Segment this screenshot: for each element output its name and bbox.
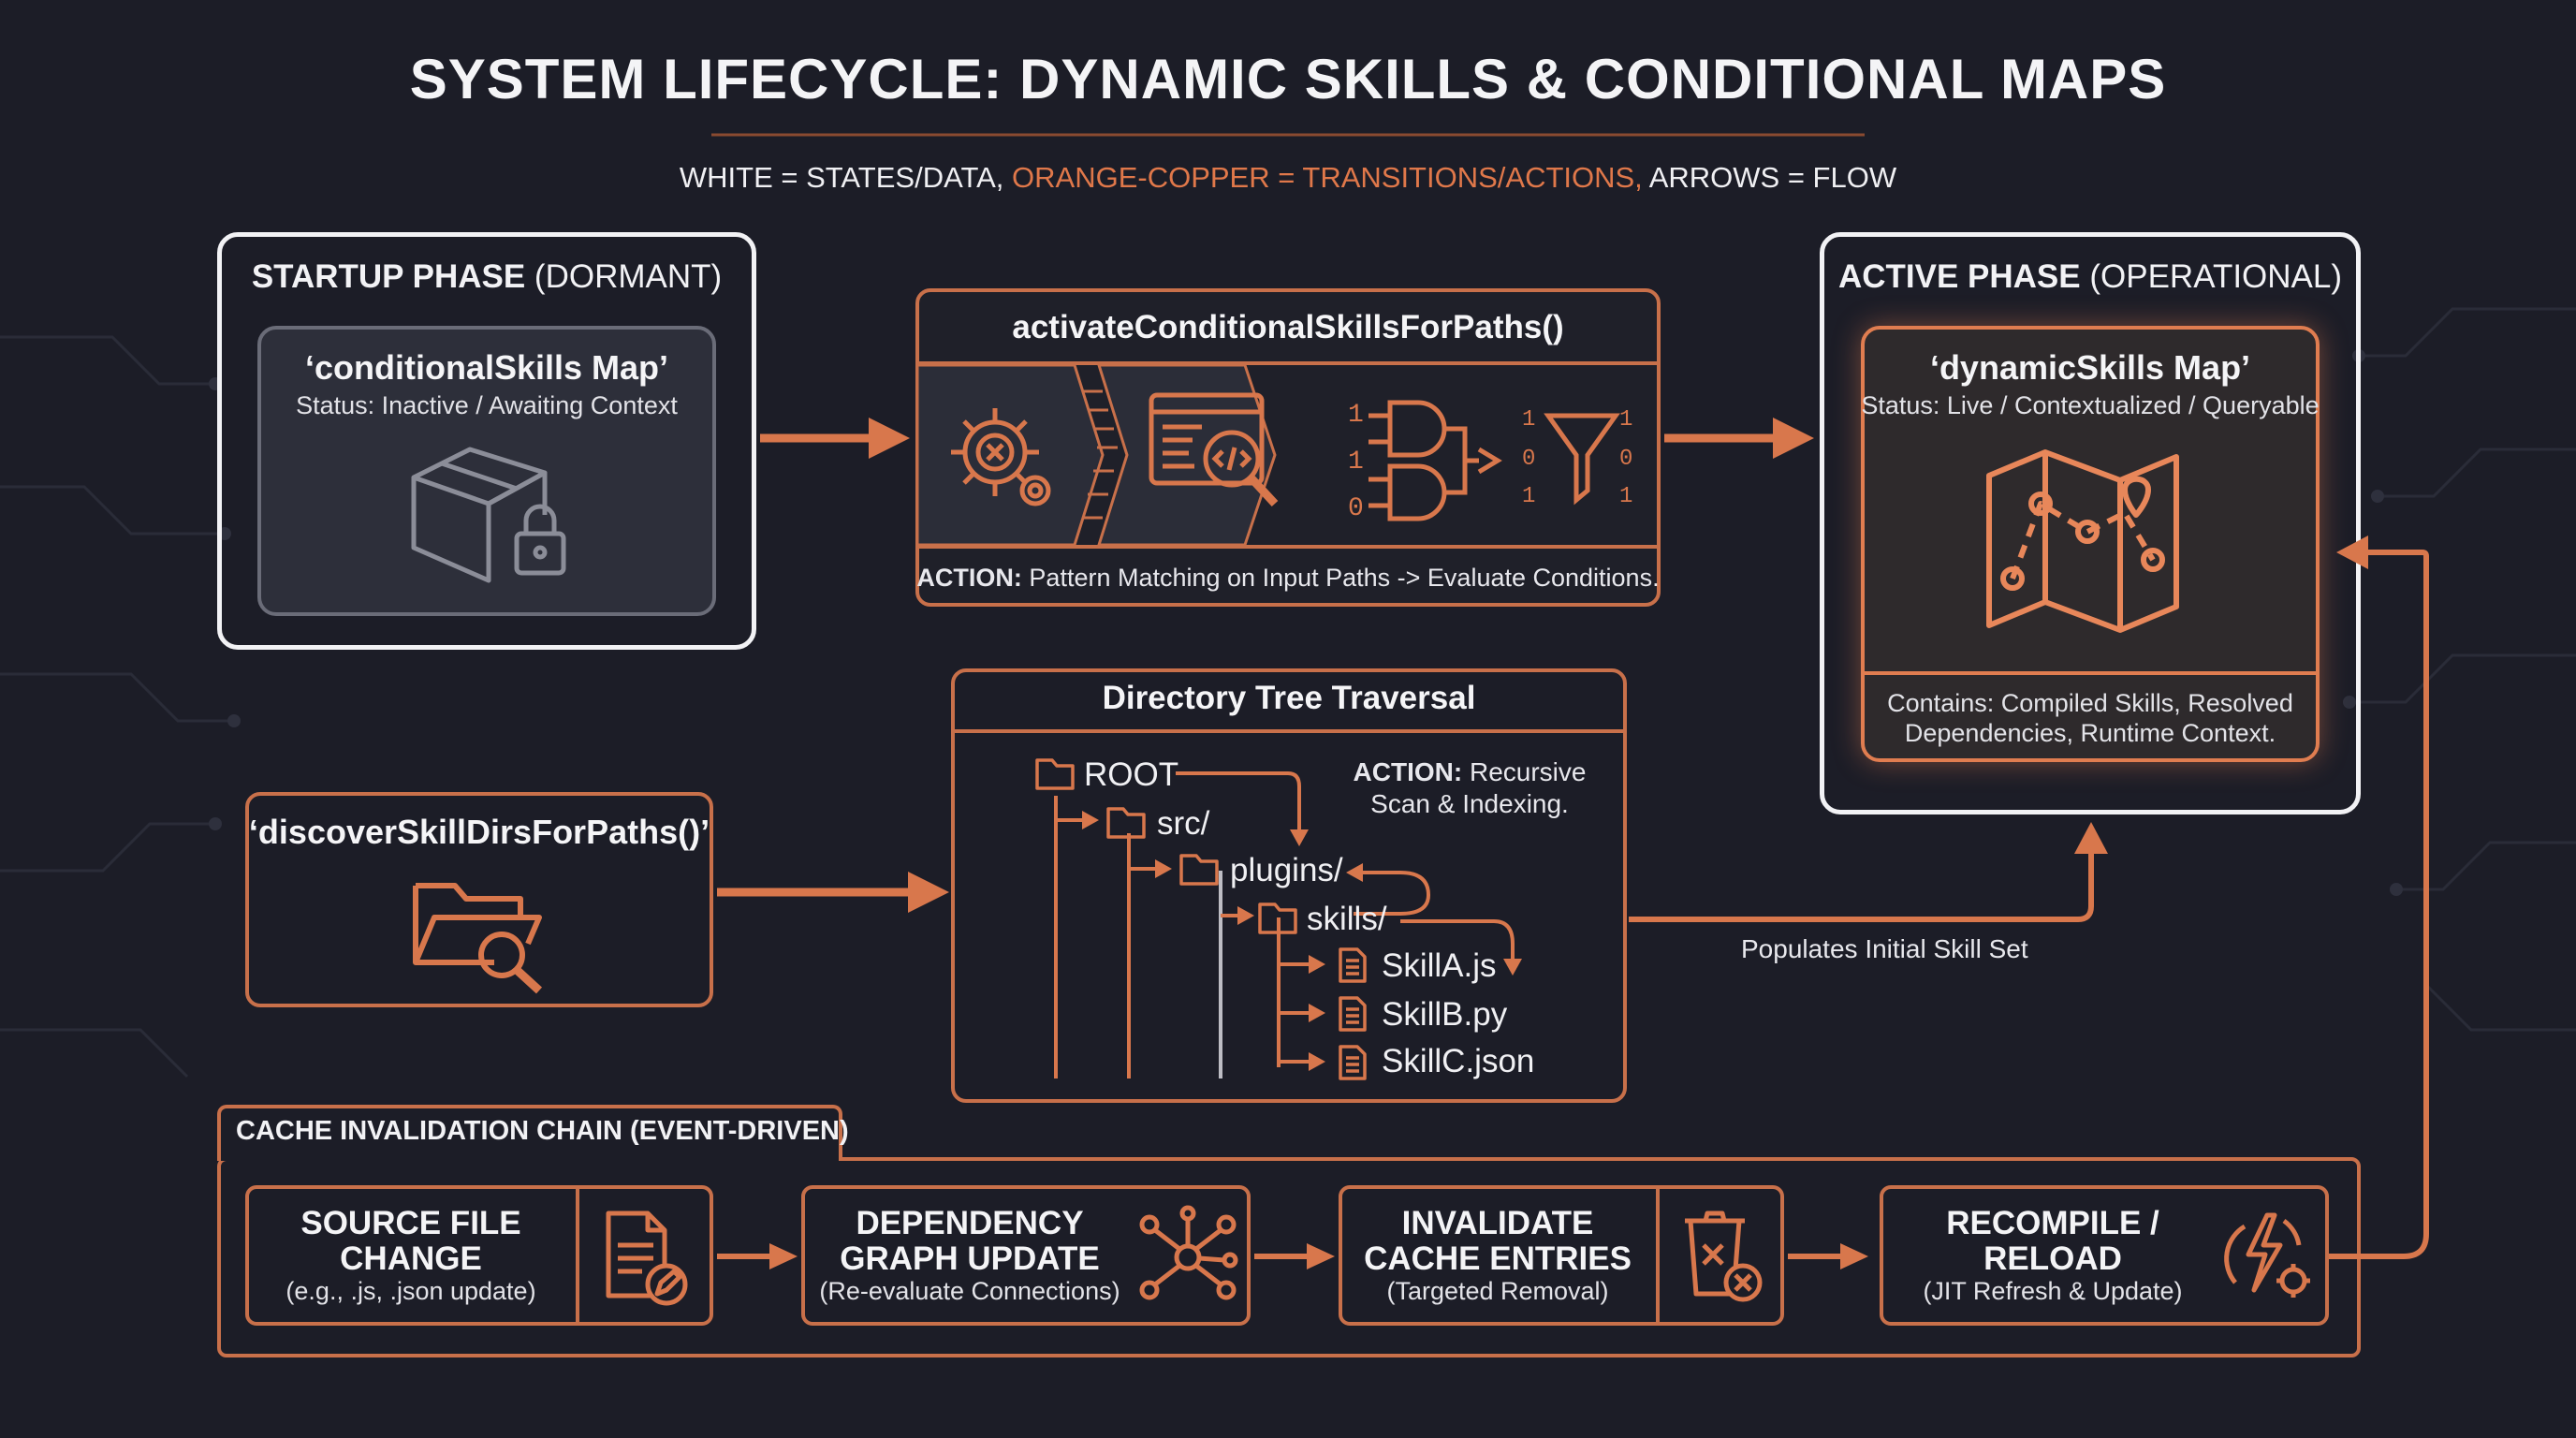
active-card-divider: [1861, 671, 2320, 675]
tree-item-skillc: SkillC.json: [1382, 1043, 1535, 1079]
active-heading-bold: ACTIVE PHASE: [1837, 258, 2081, 295]
step4-title: RECOMPILE / RELOAD: [1880, 1206, 2226, 1277]
tree-action-text: ACTION: Recursive Scan & Indexing.: [1329, 756, 1610, 820]
code-inspect-icon: [1149, 392, 1279, 507]
cache-chain-heading: CACHE INVALIDATION CHAIN (EVENT-DRIVEN): [236, 1116, 849, 1146]
step3-title: INVALIDATE CACHE ENTRIES: [1339, 1206, 1657, 1277]
step2-title: DEPENDENCY GRAPH UPDATE: [801, 1206, 1138, 1277]
step4-line2: RELOAD: [1983, 1240, 2122, 1277]
tree-connectors: [1035, 758, 1522, 1080]
cache-chain-heading-tab: [217, 1105, 842, 1161]
svg-text:1: 1: [1619, 407, 1632, 433]
page-title: SYSTEM LIFECYCLE: DYNAMIC SKILLS & CONDI…: [409, 48, 2167, 110]
svg-text:0: 0: [1348, 494, 1364, 523]
svg-text:0: 0: [1619, 447, 1632, 472]
activate-action-text: ACTION: Pattern Matching on Input Paths …: [915, 564, 1661, 593]
tree-item-skillb: SkillB.py: [1382, 996, 1508, 1033]
conditional-skills-status: Status: Inactive / Awaiting Context: [296, 391, 678, 419]
legend-arrows: ARROWS = FLOW: [1648, 161, 1897, 194]
active-contains-line1: Contains: Compiled Skills, Resolved: [1887, 689, 2293, 717]
active-heading-rest: (OPERATIONAL): [2089, 258, 2343, 295]
svg-text:1: 1: [1522, 484, 1535, 509]
tree-heading-divider: [951, 729, 1627, 733]
arrow-startup-to-activate: [760, 418, 910, 459]
activate-action-label: ACTION:: [916, 564, 1022, 592]
legend-orange: ORANGE-COPPER = TRANSITIONS/ACTIONS,: [1012, 161, 1643, 194]
step2-line1: DEPENDENCY: [856, 1205, 1084, 1241]
title-underline: [711, 133, 1865, 137]
step1-title: SOURCE FILE CHANGE: [245, 1206, 577, 1277]
directory-tree-box: [951, 668, 1627, 1103]
step2-sub: (Re-evaluate Connections): [819, 1277, 1120, 1305]
tree-item-skilla: SkillA.js: [1382, 947, 1497, 984]
step1-line1: SOURCE FILE: [300, 1205, 521, 1241]
svg-text:1: 1: [1522, 407, 1535, 433]
map-icon: [1986, 449, 2179, 633]
startup-heading-rest: (DORMANT): [534, 258, 723, 295]
arrow-step3-to-step4: [1788, 1243, 1868, 1269]
startup-heading-bold: STARTUP PHASE: [251, 258, 526, 295]
step1-sub: (e.g., .js, .json update): [285, 1277, 536, 1305]
arrow-tree-to-active: [1629, 822, 2108, 922]
startup-phase-box: [217, 232, 756, 650]
svg-text:1: 1: [1619, 484, 1632, 509]
cache-step-invalidate: [1339, 1185, 1784, 1326]
step2-line2: GRAPH UPDATE: [840, 1240, 1100, 1277]
locked-box-icon: [411, 447, 566, 583]
discover-function-name: ‘discoverSkillDirsForPaths()’: [248, 813, 710, 851]
conditional-skills-map-name: ‘conditionalSkills Map’: [304, 348, 669, 387]
file-edit-icon: [606, 1211, 688, 1306]
arrow-chain-to-active: [2329, 536, 2429, 1259]
activate-function-name: activateConditionalSkillsForPaths(): [1012, 309, 1564, 345]
step3-sub: (Targeted Removal): [1386, 1277, 1609, 1305]
populates-label: Populates Initial Skill Set: [1741, 934, 2028, 963]
arrow-step2-to-step3: [1254, 1243, 1335, 1269]
dynamic-skills-status: Status: Live / Contextualized / Queryabl…: [1861, 391, 2320, 419]
step1-divider: [576, 1185, 579, 1326]
graph-nodes-icon: [1139, 1205, 1238, 1300]
folder-search-icon: [413, 883, 543, 994]
gear-icon: [951, 408, 1051, 506]
directory-tree-heading: Directory Tree Traversal: [1102, 680, 1476, 716]
svg-text:1: 1: [1348, 448, 1364, 477]
svg-text:0: 0: [1522, 447, 1535, 472]
step1-line2: CHANGE: [340, 1240, 482, 1277]
tree-item-src: src/: [1157, 805, 1210, 842]
startup-phase-heading: STARTUP PHASE (DORMANT): [217, 258, 756, 296]
arrow-step1-to-step2: [717, 1243, 798, 1269]
step3-divider: [1656, 1185, 1660, 1326]
tree-item-root: ROOT: [1084, 756, 1179, 793]
step4-line1: RECOMPILE /: [1946, 1205, 2159, 1241]
tree-action-line1: Recursive: [1469, 757, 1587, 786]
cache-step-recompile: [1880, 1185, 2329, 1326]
cache-step-dependency-graph: [801, 1185, 1251, 1326]
step3-line2: CACHE ENTRIES: [1364, 1240, 1632, 1277]
binary-filter-icon: 1 0 1 1 0 1: [1522, 407, 1632, 509]
tree-action-line2: Scan & Indexing.: [1370, 789, 1569, 818]
discover-skill-dirs-box: [245, 792, 713, 1007]
bolt-gear-icon: [2224, 1212, 2310, 1298]
active-phase-heading: ACTIVE PHASE (OPERATIONAL): [1820, 258, 2361, 296]
trash-x-icon: [1685, 1211, 1763, 1302]
logic-gates-icon: 1 1 0: [1348, 400, 1502, 523]
dynamic-skills-map-name: ‘dynamicSkills Map’: [1929, 348, 2251, 387]
step3-line1: INVALIDATE: [1401, 1205, 1594, 1241]
active-phase-box: [1820, 232, 2361, 814]
step4-sub: (JIT Refresh & Update): [1923, 1277, 2183, 1305]
active-contains-line2: Dependencies, Runtime Context.: [1904, 719, 2276, 747]
svg-text:1: 1: [1348, 401, 1364, 430]
arrow-discover-to-tree: [717, 872, 949, 913]
legend-white: WHITE = STATES/DATA,: [679, 161, 1004, 194]
dynamic-skills-map-card: [1861, 326, 2320, 762]
activate-action-desc: Pattern Matching on Input Paths -> Evalu…: [1029, 564, 1660, 592]
cache-step-source-change: [245, 1185, 713, 1326]
tree-action-label: ACTION:: [1353, 757, 1463, 786]
tree-item-plugins: plugins/: [1230, 852, 1343, 888]
tree-item-skills: skills/: [1307, 901, 1387, 937]
arrow-activate-to-active: [1664, 418, 1814, 459]
legend-line: WHITE = STATES/DATA, ORANGE-COPPER = TRA…: [0, 161, 2576, 195]
